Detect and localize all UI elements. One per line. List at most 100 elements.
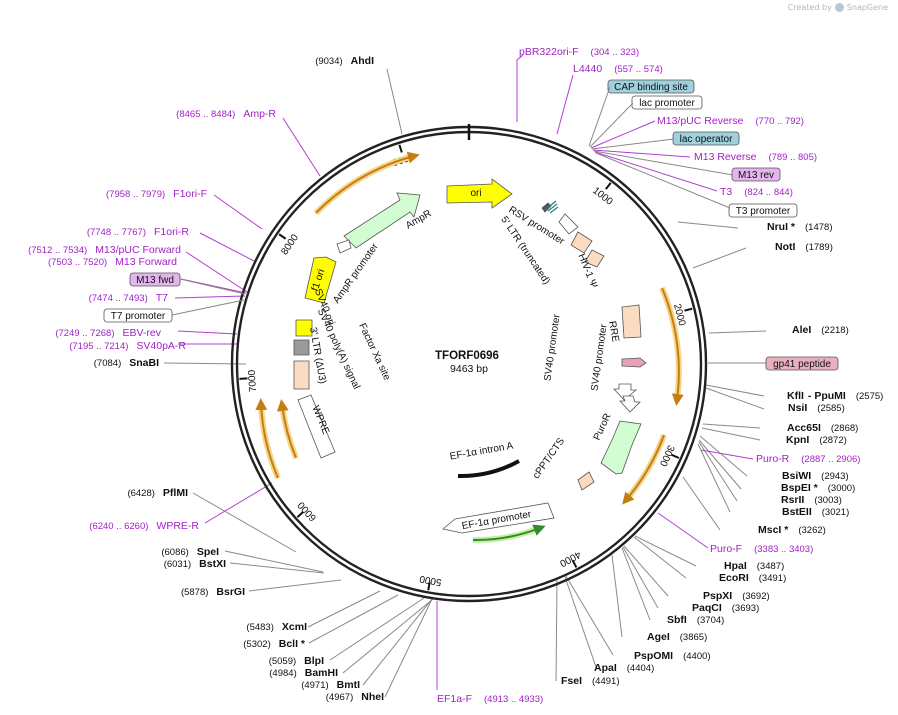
box-label-text: gp41 peptide <box>773 359 831 370</box>
enzyme-position: (3865) <box>680 632 707 643</box>
sv40-promoter-arrow <box>613 383 638 401</box>
box-label-lac-promoter: lac promoter <box>631 95 703 110</box>
primer-name: EBV-rev <box>122 327 161 339</box>
leader-lines <box>163 68 767 698</box>
enzyme-name: EcoRI <box>719 572 749 584</box>
box-label-lac-operator: lac operator <box>672 131 740 146</box>
enzyme-name: ApaI <box>594 662 617 674</box>
enzyme-position: (2872) <box>819 435 846 446</box>
tick-1000 <box>605 182 612 190</box>
box-label-text: M13 fwd <box>136 275 174 286</box>
feature-label-cppt-cts: cPPT/CTS <box>531 436 567 481</box>
enzyme-name: RsrII <box>781 494 804 506</box>
primer-name: Amp-R <box>243 108 276 120</box>
enzyme-position: (2943) <box>821 471 848 482</box>
tick-label-6000: 6000 <box>296 499 319 523</box>
primer-position: (7503 .. 7520) <box>48 257 107 268</box>
primer-m13-forward: M13 Forward(7503 .. 7520) <box>48 256 177 268</box>
t7promoter-leader <box>171 299 245 316</box>
credit-brand: SnapGene <box>846 3 888 12</box>
enzyme-name: BsiWI <box>782 470 811 482</box>
enzyme-name: AleI <box>792 324 811 336</box>
enzyme-bstxi: BstXI(6031) <box>164 558 226 570</box>
box-label-frame <box>631 95 703 110</box>
enzyme-name: MscI * <box>758 524 789 536</box>
primer-name: M13 Reverse <box>694 151 757 163</box>
enzyme-bamhi: BamHI(4984) <box>269 667 338 679</box>
enzyme-position: (4491) <box>592 676 619 687</box>
ef1a-promoter-feature <box>442 502 555 534</box>
enzyme-nhei: NheI(4967) <box>326 691 384 703</box>
primer-name: L4440 <box>573 63 602 75</box>
primer-name: F1ori-F <box>173 188 207 200</box>
enzyme-position: (4404) <box>627 663 654 674</box>
enzyme-position: (3692) <box>742 591 769 602</box>
primer-t3: T3(824 .. 844) <box>720 186 793 198</box>
cap-leader <box>588 86 611 147</box>
box-label-t7-promoter: T7 promoter <box>103 308 173 323</box>
enzyme-position: (2585) <box>817 403 844 414</box>
enzyme-name: BstXI <box>199 558 226 570</box>
enzyme-acc65i: Acc65I (2868) <box>787 422 858 434</box>
feature-label-3-ltr-u3: 3' LTR (ΔU3) <box>307 326 328 384</box>
primer-ebv-rev: EBV-rev (7249 .. 7268) <box>55 327 161 339</box>
box-label-frame <box>672 131 740 146</box>
primer-m13-reverse: M13 Reverse(789 .. 805) <box>694 151 817 163</box>
enzyme-position: (3693) <box>732 603 759 614</box>
primer-amp-r: Amp-R(8465 .. 8484) <box>176 108 276 120</box>
primer-l4440: L4440 (557 .. 574) <box>573 63 663 75</box>
sv40-polya-feature <box>293 339 310 356</box>
tick-label-7000: 7000 <box>247 369 259 392</box>
ef1a-intron-feature <box>457 459 520 479</box>
enzyme-position: (4971) <box>301 680 328 691</box>
tick-3000 <box>671 453 680 459</box>
created-by-credit: Created by SnapGene <box>788 3 888 12</box>
enzyme-pflmi: PflMI(6428) <box>127 487 188 499</box>
enzyme-nsii: NsiI(2585) <box>788 402 845 414</box>
enzyme-msci: MscI *(3262) <box>758 524 826 536</box>
primer-position: (557 .. 574) <box>614 64 663 75</box>
enzyme-name: PspXI <box>703 590 732 602</box>
box-label-m13-rev: M13 rev <box>731 167 781 182</box>
primer-position: (6240 .. 6260) <box>89 521 148 532</box>
primer-position: (4913 .. 4933) <box>484 694 543 705</box>
enzyme-bmti: BmtI (4971) <box>301 679 360 691</box>
primer-sv40pa-r: SV40pA-R(7195 .. 7214) <box>69 340 186 352</box>
ltr5-feature <box>570 231 593 254</box>
enzyme-name: NheI <box>361 691 384 703</box>
tick-6000 <box>296 511 305 518</box>
box-label-m13-fwd: M13 fwd <box>129 272 181 287</box>
box-label-t3-promoter: T3 promoter <box>728 203 798 218</box>
enzyme-name: XcmI <box>282 621 307 633</box>
enzyme-name: AhdI <box>351 55 374 67</box>
enzyme-bcli: BclI *(5302) <box>243 638 306 650</box>
enzyme-name: KflI <box>787 390 804 402</box>
enzyme-position: (1789) <box>805 242 832 253</box>
enzyme-position: (5059) <box>269 656 296 667</box>
tick-7000 <box>239 377 248 380</box>
enzyme-name: AgeI <box>647 631 670 643</box>
primer-pbr322ori-f: pBR322ori-F(304 .. 323) <box>519 46 639 58</box>
primer-name: F1ori-R <box>154 226 189 238</box>
enzyme-position: (6086) <box>161 547 188 558</box>
enzyme-bsrgi: BsrGI(5878) <box>181 586 245 598</box>
enzyme-pspxi: PspXI (3692) <box>703 590 770 602</box>
enzyme-name: Acc65I <box>787 422 821 434</box>
feature-label-puror: PuroR <box>592 412 614 442</box>
primer-f1ori-f: F1ori-F(7958 .. 7979) <box>106 188 207 200</box>
box-label-text: lac promoter <box>639 98 695 109</box>
primer-name: Puro-R <box>756 453 790 465</box>
enzyme-name: BmtI <box>337 679 360 691</box>
enzyme-position: (9034) <box>315 56 342 67</box>
puror-feature <box>600 420 642 475</box>
feature-label-sv40-promoter: SV40 promoter <box>542 313 562 382</box>
ori-feature <box>446 178 513 209</box>
enzyme-position: (2868) <box>831 423 858 434</box>
enzyme-position: (3491) <box>759 573 786 584</box>
primer-position: (7249 .. 7268) <box>55 328 114 339</box>
box-label-text: T3 promoter <box>736 206 791 217</box>
enzyme-name: BsrGI <box>216 586 245 598</box>
feature-label-ori: ori <box>470 188 481 199</box>
enzyme-blpi: BlpI(5059) <box>269 655 324 667</box>
